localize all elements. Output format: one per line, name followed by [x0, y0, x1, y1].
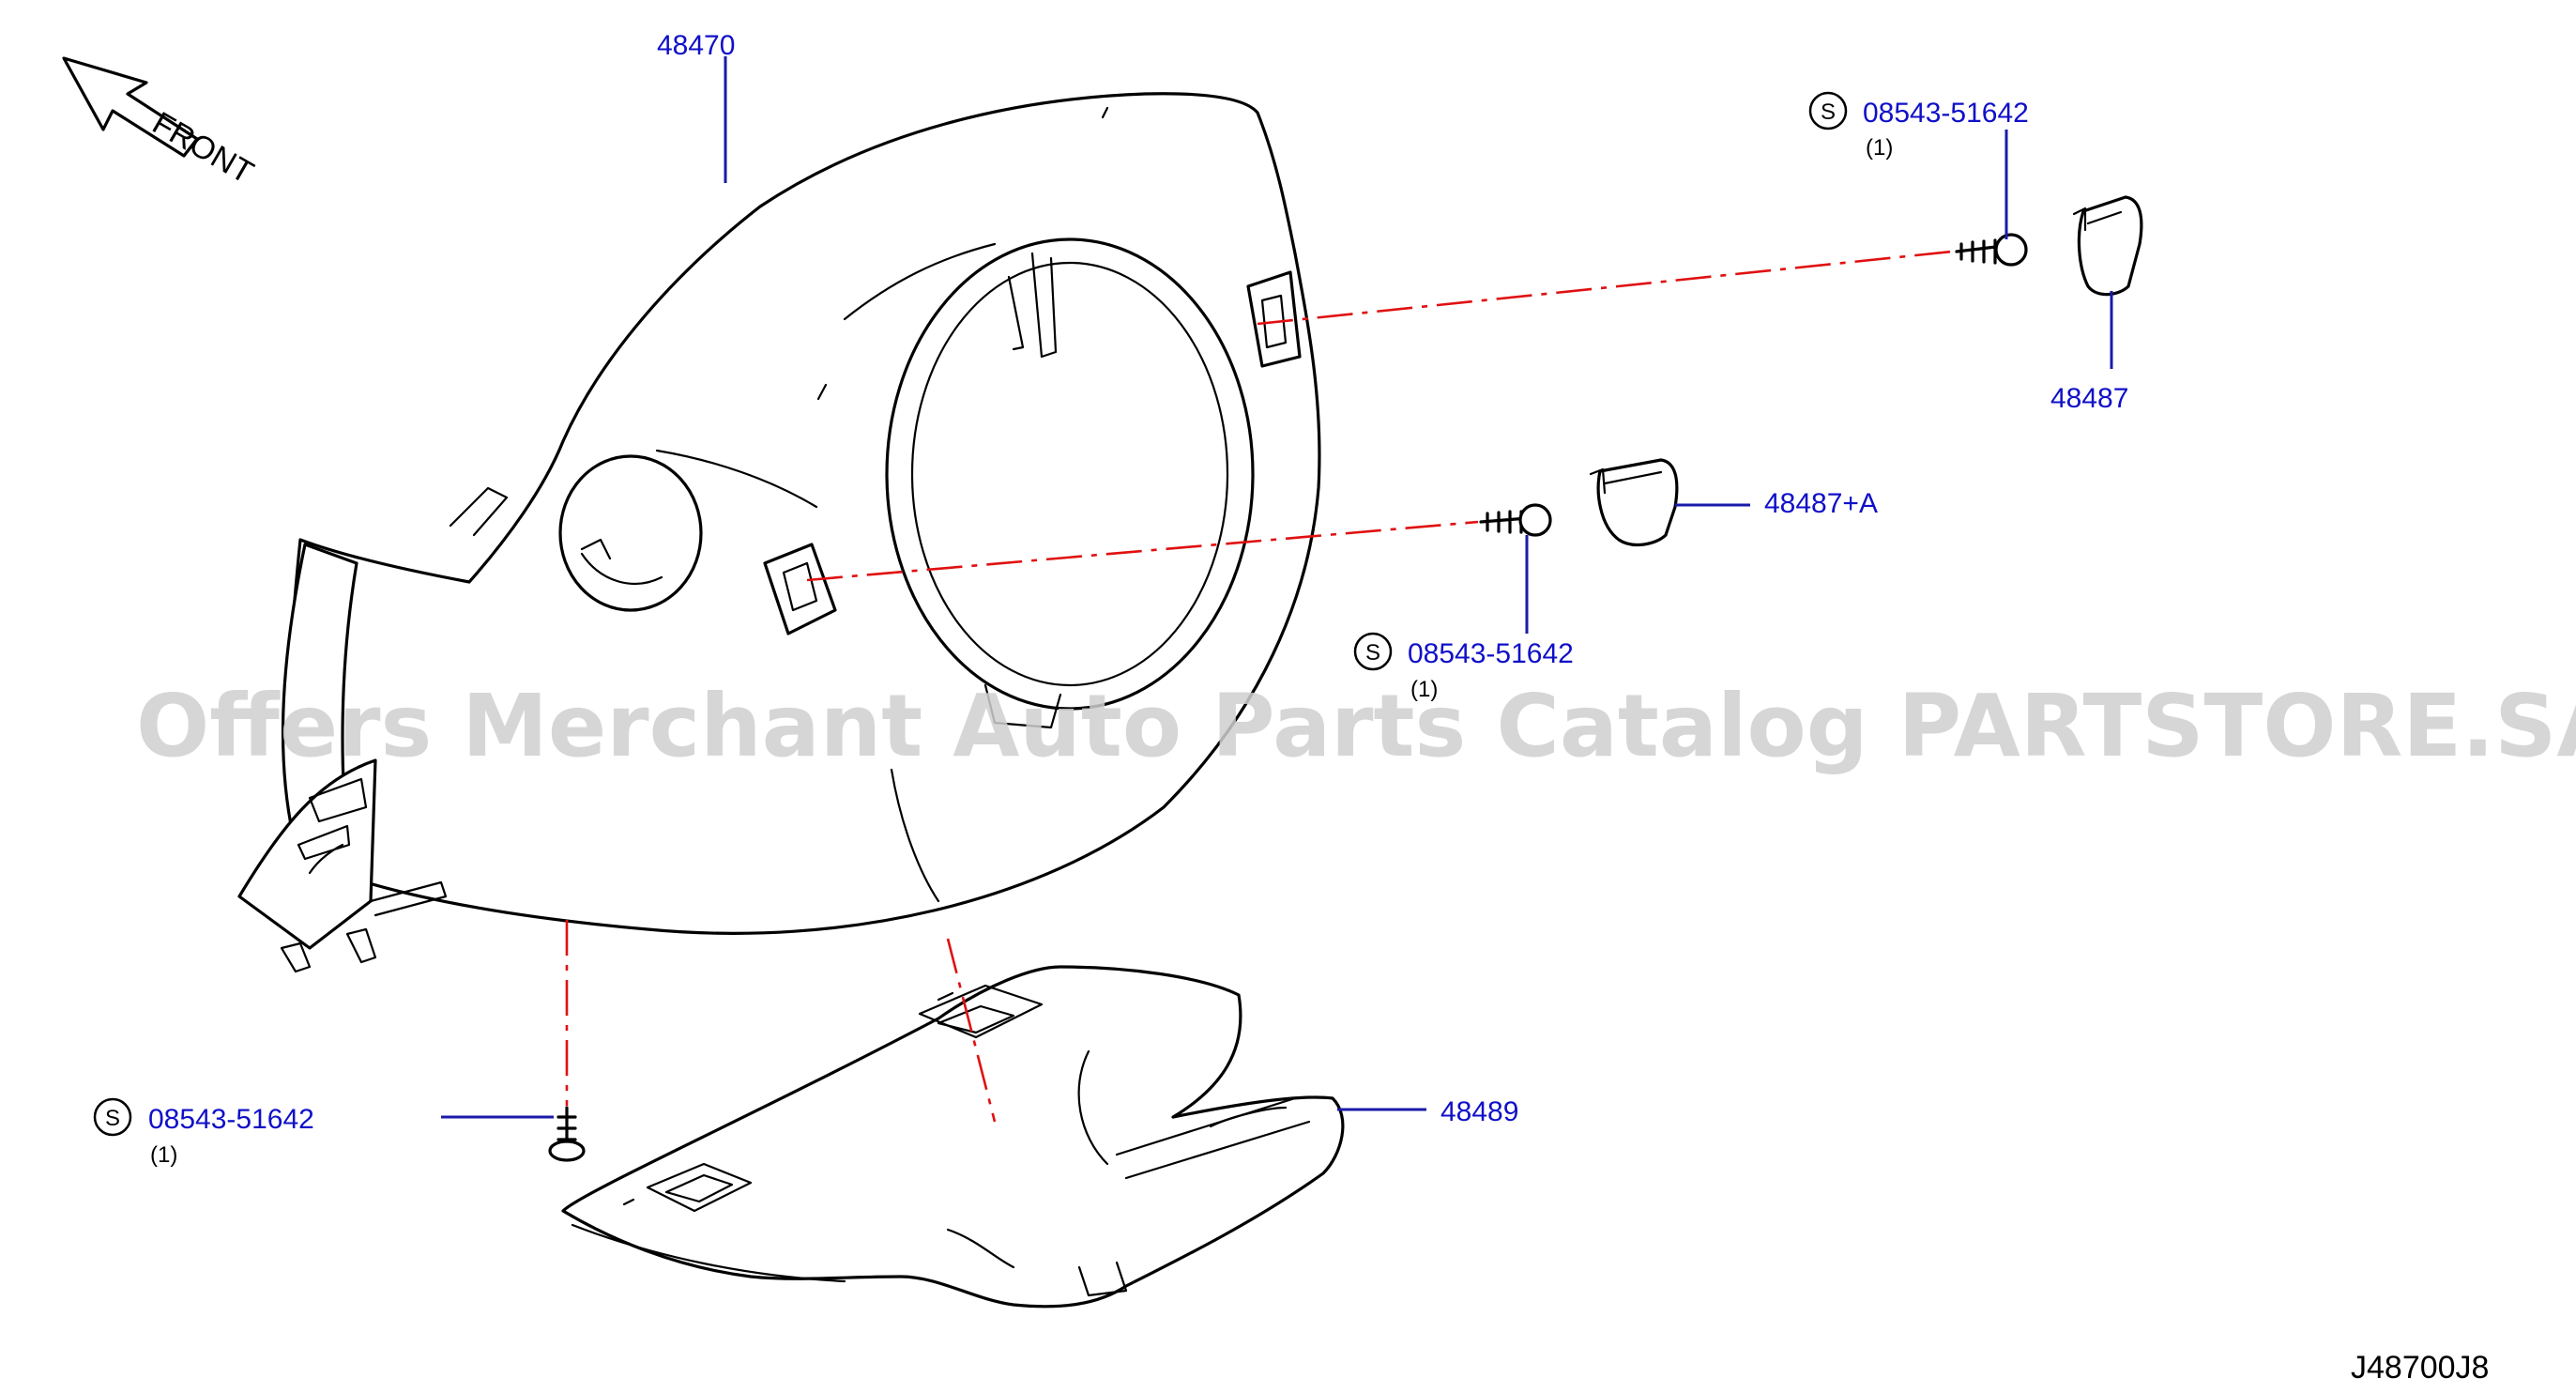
qty-screw-top: (1)	[1866, 135, 1893, 161]
std-part-symbol-letter: S	[105, 1106, 120, 1131]
assembly-centerlines	[565, 250, 1953, 1123]
diagram-code: J48700J8	[2351, 1350, 2489, 1385]
leader-lines	[441, 56, 2113, 1119]
qty-screw-bottom: (1)	[150, 1142, 177, 1168]
cap-48487[interactable]	[2072, 195, 2143, 297]
std-part-symbol-letter: S	[1365, 640, 1380, 666]
upper-column-cover-48470[interactable]	[237, 92, 1321, 973]
watermark: Offers Merchant Auto Parts Catalog PARTS…	[136, 676, 2576, 776]
front-direction-arrow	[62, 56, 199, 158]
cap-48487-a[interactable]	[1589, 458, 1679, 547]
callout-48489[interactable]: 48489	[1440, 1096, 1518, 1127]
callout-screw-mid[interactable]: 08543-51642	[1408, 638, 1574, 669]
qty-screw-mid: (1)	[1410, 677, 1438, 702]
callout-48487-a[interactable]: 48487+A	[1764, 488, 1878, 519]
std-part-symbol	[93, 1097, 132, 1137]
screw-top[interactable]	[1955, 233, 2028, 267]
front-label: FRONT	[146, 105, 259, 191]
callout-screw-bottom[interactable]: 08543-51642	[148, 1104, 314, 1135]
callout-48470[interactable]: 48470	[657, 30, 735, 61]
callout-48487[interactable]: 48487	[2050, 383, 2128, 414]
std-part-symbol	[1353, 632, 1393, 671]
std-part-symbol	[1808, 91, 1848, 130]
screw-bottom[interactable]	[548, 1106, 586, 1162]
screw-mid[interactable]	[1479, 503, 1552, 537]
callout-screw-top[interactable]: 08543-51642	[1863, 98, 2029, 129]
lower-column-cover-48489[interactable]	[561, 965, 1345, 1309]
std-part-symbol-letter: S	[1821, 100, 1836, 125]
